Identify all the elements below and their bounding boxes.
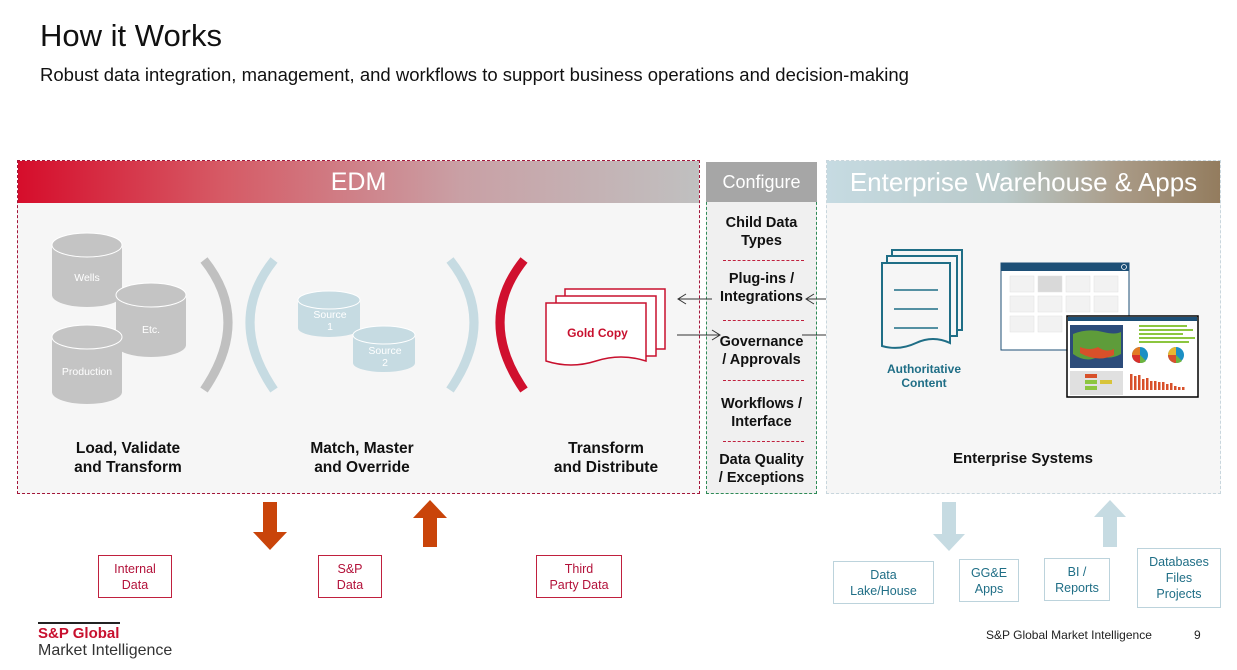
app-screenshots-image [1000, 262, 1199, 398]
database-cylinders [51, 232, 187, 404]
slide-title: How it Works [40, 18, 223, 53]
divider [723, 260, 804, 261]
gold-copy-document-icon [545, 288, 666, 366]
destination-data-lake: Data Lake/House [833, 561, 934, 604]
destination-bi-reports: BI / Reports [1044, 558, 1110, 601]
close-bracket-icon [200, 257, 233, 393]
enterprise-header: Enterprise Warehouse & Apps [827, 161, 1220, 203]
arrow-down-icon [933, 502, 965, 551]
database-icon-etc [115, 282, 187, 357]
arrow-left-icon [677, 293, 712, 305]
slide-subtitle: Robust data integration, management, and… [40, 64, 909, 85]
source-1-label: Source 1 [313, 309, 347, 333]
database-label-production: Production [61, 366, 113, 378]
destination-gge-apps: GG&E Apps [959, 559, 1019, 602]
divider [723, 380, 804, 381]
open-bracket-icon [245, 257, 278, 393]
close-bracket-icon [446, 257, 479, 393]
config-item-governance: Governance / Approvals [719, 334, 804, 368]
edm-header: EDM [18, 161, 699, 203]
arrow-up-icon [413, 500, 447, 547]
config-item-data-quality: Data Quality / Exceptions [718, 452, 805, 486]
divider [723, 441, 804, 442]
bracket-pair-2 [446, 257, 528, 393]
step-transform-distribute: Transform and Distribute [553, 440, 659, 476]
logo-brand: S&P Global [38, 625, 120, 642]
destination-databases: Databases Files Projects [1137, 548, 1221, 608]
data-source-sp: S&P Data [318, 555, 382, 598]
page-number: 9 [1194, 628, 1201, 642]
configure-header: Configure [706, 162, 817, 202]
step-load-validate: Load, Validate and Transform [74, 440, 182, 476]
authoritative-content-document-icon [881, 249, 963, 349]
database-icon-source-2 [352, 325, 416, 372]
gold-copy-label: Gold Copy [567, 326, 628, 340]
config-item-workflows: Workflows / Interface [720, 396, 803, 430]
connector-arrows [677, 293, 840, 341]
dashboard-thumbnail [1066, 315, 1199, 398]
database-label-etc: Etc. [141, 324, 161, 336]
authoritative-content-label: Authoritative Content [886, 362, 961, 390]
arrow-down-icon [253, 502, 287, 550]
data-source-internal: Internal Data [98, 555, 172, 598]
step-match-master: Match, Master and Override [310, 440, 414, 476]
open-bracket-icon [495, 257, 528, 393]
logo-rule [38, 622, 120, 624]
arrow-right-icon [677, 329, 721, 341]
database-icon-production [51, 324, 123, 404]
configure-panel [706, 162, 817, 494]
enterprise-systems-label: Enterprise Systems [952, 450, 1094, 467]
database-icon-wells [51, 232, 123, 307]
logo-subbrand: Market Intelligence [38, 642, 173, 659]
database-label-wells: Wells [74, 272, 100, 284]
footer-company: S&P Global Market Intelligence [986, 628, 1152, 642]
bracket-pair-1 [200, 257, 278, 393]
divider [723, 320, 804, 321]
arrow-up-icon [1094, 500, 1126, 547]
config-item-child-data-types: Child Data Types [725, 215, 798, 249]
source-cylinders [297, 290, 416, 372]
database-icon-source-1 [297, 290, 361, 337]
data-source-third-party: Third Party Data [536, 555, 622, 598]
config-item-plugins: Plug-ins / Integrations [720, 271, 803, 305]
source-2-label: Source 2 [368, 345, 402, 369]
